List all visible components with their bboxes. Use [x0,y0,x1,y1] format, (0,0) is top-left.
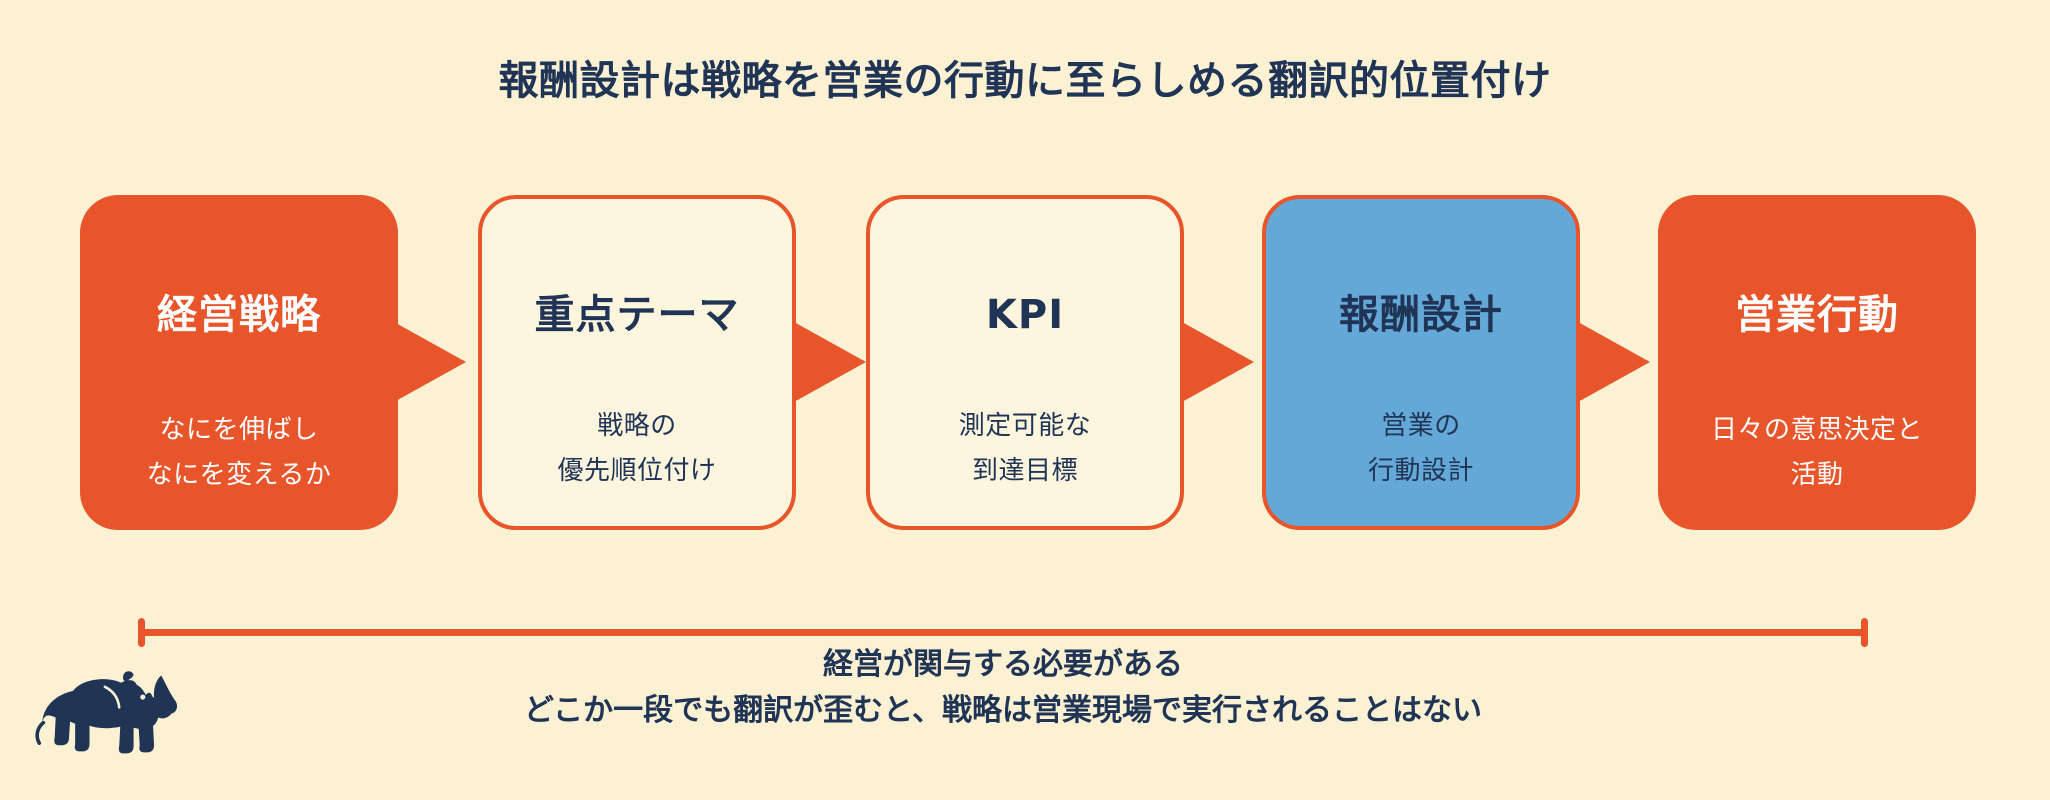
flow-step-desc: 日々の意思決定と 活動 [1710,415,1923,490]
flow-step-title: 報酬設計 [1339,292,1503,338]
rhino-icon [35,671,178,754]
flow-step-title: 営業行動 [1735,292,1899,338]
arrow-right-icon [394,322,466,402]
flow-step-management-strategy: 経営戦略 なにを伸ばし なにを変えるか [80,195,398,530]
footnote-line-2: どこか一段でも翻訳が歪むと、戦略は営業現場で実行されることはない [524,693,1482,728]
footnote: 経営が関与する必要がある どこか一段でも翻訳が歪むと、戦略は営業現場で実行される… [138,642,1868,734]
flow-step-key-themes: 重点テーマ 戦略の 優先順位付け [478,195,796,530]
flow-step-title: 経営戦略 [157,292,321,338]
arrow-right-icon [1182,322,1254,402]
flow-step-compensation-design: 報酬設計 営業の 行動設計 [1262,195,1580,530]
arrow-right-icon [1578,322,1650,402]
flow-step-desc: 測定可能な 到達目標 [958,411,1092,486]
flow-step-desc: 営業の 行動設計 [1367,411,1474,486]
page-title: 報酬設計は戦略を営業の行動に至らしめる翻訳的位置付け [498,58,1552,104]
flow-step-sales-action: 営業行動 日々の意思決定と 活動 [1658,195,1976,530]
flow-step-title: KPI [985,292,1065,338]
scope-bracket-line [138,618,1868,647]
flow-step-desc: なにを伸ばし なにを変えるか [146,415,332,490]
flow-step-desc: 戦略の 優先順位付け [557,411,717,486]
flow-step-kpi: KPI 測定可能な 到達目標 [866,195,1184,530]
footnote-line-1: 経営が関与する必要がある [823,647,1183,682]
arrow-right-icon [794,322,866,402]
flow-step-title: 重点テーマ [534,292,740,338]
